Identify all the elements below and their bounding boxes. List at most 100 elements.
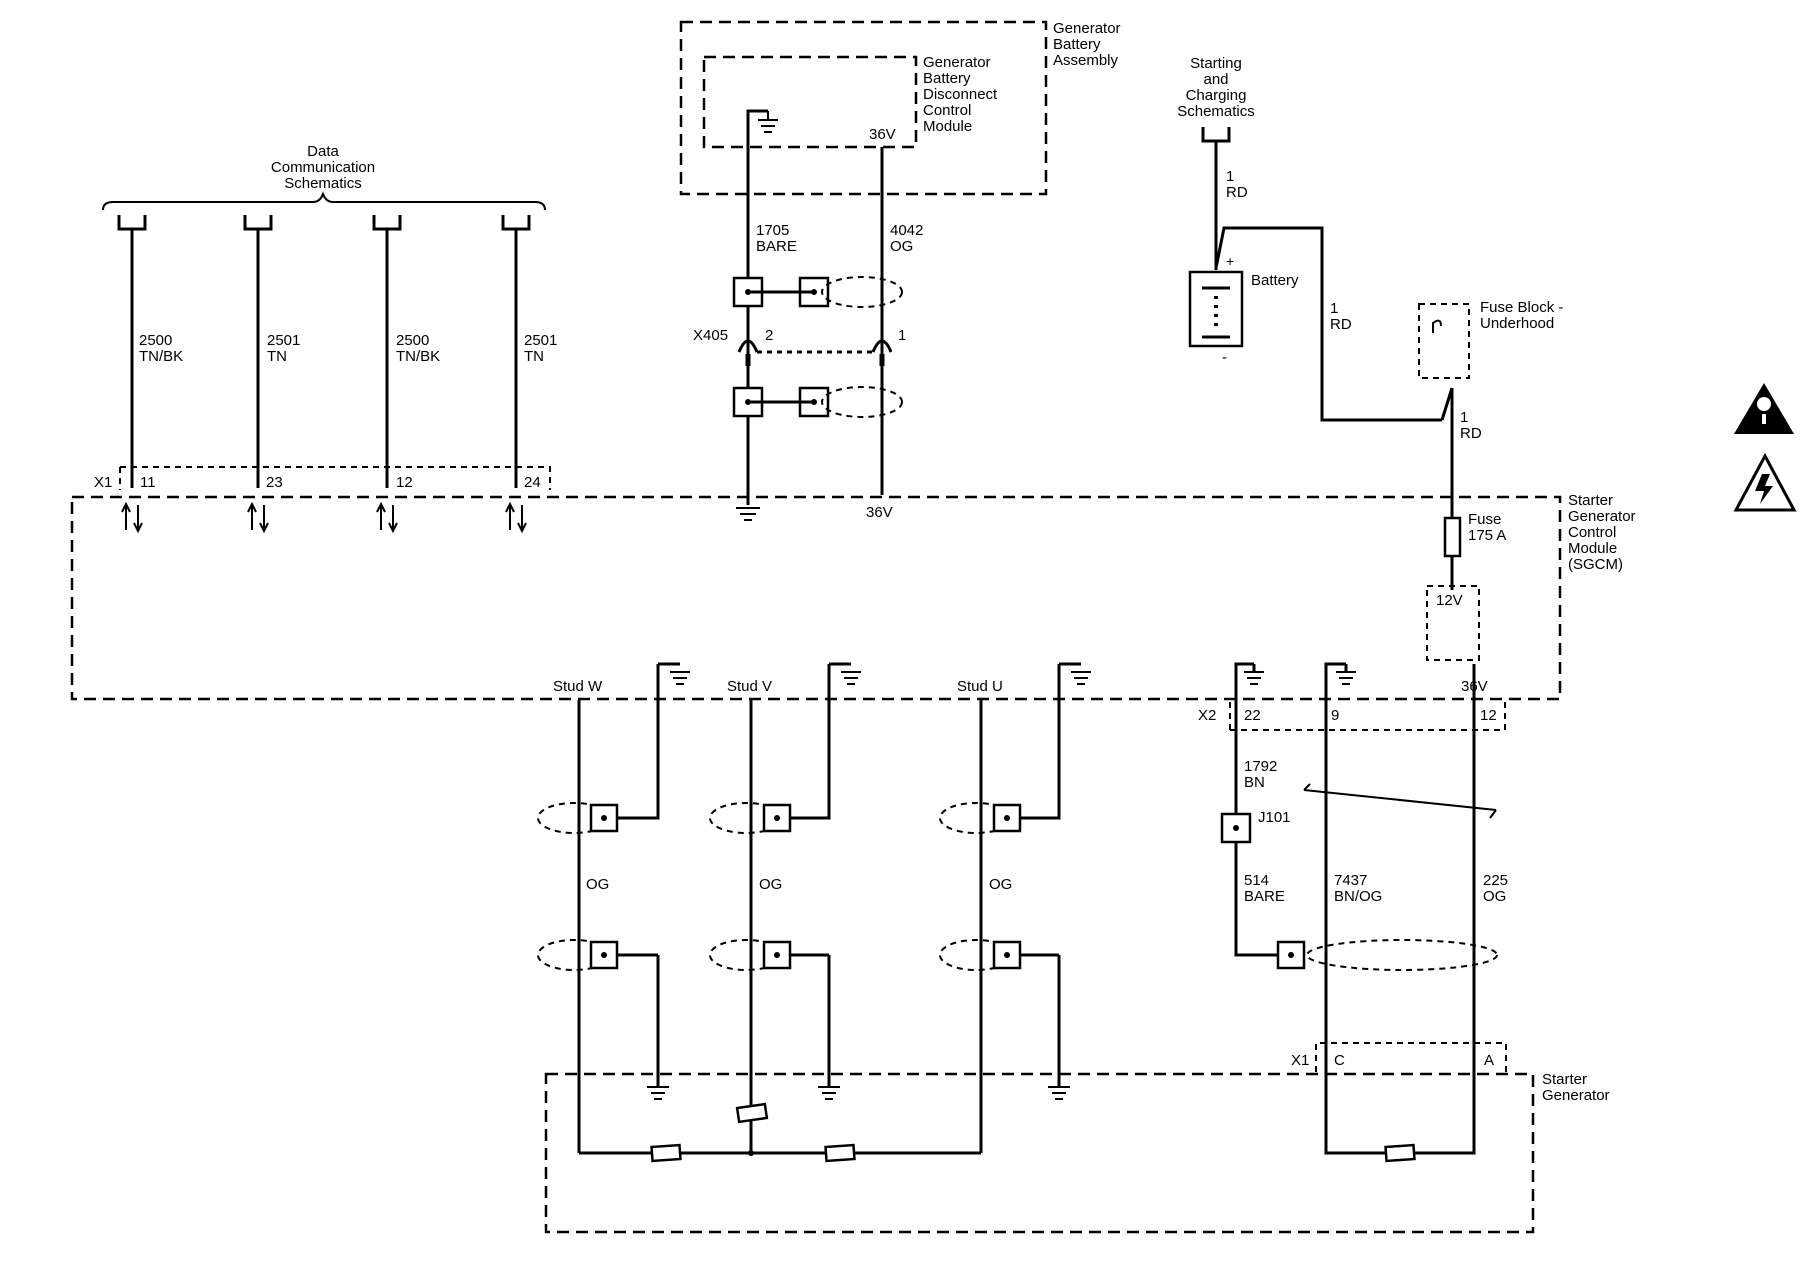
- battery-label: Battery: [1251, 272, 1299, 289]
- stud-v-label: Stud V: [727, 678, 772, 695]
- starter-generator-module: [544, 1072, 1535, 1234]
- starting-label-4: Schematics: [1177, 103, 1255, 120]
- stud-w-label: Stud W: [553, 678, 603, 695]
- sgcm-12v-label: 12V: [1436, 592, 1463, 609]
- starter-generator-label-1: Starter: [1542, 1071, 1587, 1088]
- x1-bottom-pin-c: C: [1334, 1052, 1345, 1069]
- starter-generator-label-2: Generator: [1542, 1087, 1610, 1104]
- shield-dc-pair: [1276, 939, 1498, 971]
- x1-bottom-pin-a: A: [1484, 1052, 1494, 1069]
- wire-1-rd-b-color: RD: [1330, 316, 1352, 333]
- phase-w: [537, 662, 680, 1153]
- wire-1-rd-a-circuit: 1: [1226, 168, 1234, 185]
- disconnect-module-label-5: Module: [923, 118, 972, 135]
- stator-windings: [579, 1102, 981, 1163]
- x1-bottom-name: X1: [1291, 1052, 1309, 1069]
- generator-battery-assembly: Generator Battery Assembly: [679, 20, 1121, 196]
- module-ground-icon: [746, 109, 778, 140]
- data-wire-4-circuit: 2501: [524, 332, 557, 349]
- x2-pin-9: 9: [1331, 707, 1339, 724]
- data-comm-connectors: [117, 215, 531, 231]
- generator-battery-assembly-label-2: Battery: [1053, 36, 1101, 53]
- wire-7437: [1324, 662, 1476, 1155]
- wire-1792-514: [1234, 662, 1280, 957]
- data-wire-4-color: TN: [524, 348, 544, 365]
- data-wire-3-color: TN/BK: [396, 348, 440, 365]
- disconnect-control-module: Generator Battery Disconnect Control Mod…: [702, 54, 998, 149]
- disconnect-module-label-4: Control: [923, 102, 971, 119]
- disconnect-module-label-3: Disconnect: [923, 86, 998, 103]
- wire-1-rd-b-circuit: 1: [1330, 300, 1338, 317]
- x1-top-pin-24: 24: [524, 474, 541, 491]
- dc-winding: [1384, 1143, 1416, 1163]
- starting-label-1: Starting: [1190, 55, 1242, 72]
- wire-1705-circuit: 1705: [756, 222, 789, 239]
- sgcm-module: [70, 495, 1562, 701]
- battery-plus: +: [1226, 253, 1234, 269]
- phase-w-color: OG: [586, 876, 609, 893]
- sgcm-label-5: (SGCM): [1568, 556, 1623, 573]
- data-wire-3-circuit: 2500: [396, 332, 429, 349]
- battery: + - Battery: [1188, 253, 1299, 366]
- wire-1-rd-to-fuse-block: [1214, 226, 1442, 422]
- wire-7437-color: BN/OG: [1334, 888, 1382, 905]
- x2-pin-12: 12: [1480, 707, 1497, 724]
- data-comm-label-2: Communication: [271, 159, 375, 176]
- generator-battery-assembly-label-3: Assembly: [1053, 52, 1119, 69]
- wire-4042-circuit: 4042: [890, 222, 923, 239]
- data-communication-schematics: Data Communication Schematics: [102, 143, 546, 211]
- phase-v-color: OG: [759, 876, 782, 893]
- x1-top-pin-23: 23: [266, 474, 283, 491]
- x405-pin-1: 1: [898, 327, 906, 344]
- data-comm-label-3: Schematics: [284, 175, 362, 192]
- data-wire-2-circuit: 2501: [267, 332, 300, 349]
- wire-7437-circuit: 7437: [1334, 872, 1367, 889]
- sgcm-label-4: Module: [1568, 540, 1617, 557]
- phase-u: [939, 662, 1081, 1153]
- connector-x1-top: X1 11 23 12 24: [94, 466, 551, 491]
- bottom-ground-icons: [647, 1086, 1070, 1100]
- wire-514-color: BARE: [1244, 888, 1285, 905]
- sgcm-label-1: Starter: [1568, 492, 1613, 509]
- connector-x405: X405 2 1: [693, 327, 906, 366]
- twisted-pair-marker: [1303, 789, 1497, 811]
- wire-4042-color: OG: [890, 238, 913, 255]
- x1-top-name: X1: [94, 474, 112, 491]
- sgcm-12v-terminal: 12V: [1426, 585, 1480, 661]
- disconnect-36v-label: 36V: [869, 126, 896, 143]
- disconnect-module-label-1: Generator: [923, 54, 991, 71]
- x2-pin-22: 22: [1244, 707, 1261, 724]
- wire-225-color: OG: [1483, 888, 1506, 905]
- data-comm-label-1: Data: [307, 143, 339, 160]
- wire-225-circuit: 225: [1483, 872, 1508, 889]
- shield-upper: [732, 276, 903, 308]
- wire-1792-circuit: 1792: [1244, 758, 1277, 775]
- starting-charging-schematics: Starting and Charging Schematics: [1177, 55, 1255, 143]
- phase-u-color: OG: [989, 876, 1012, 893]
- sgcm-ground-icon: [736, 507, 760, 521]
- starting-label-3: Charging: [1186, 87, 1247, 104]
- generator-battery-assembly-label-1: Generator: [1053, 20, 1121, 37]
- fuse-175a: Fuse 175 A: [1443, 511, 1506, 558]
- battery-minus: -: [1222, 349, 1227, 366]
- j101-label: J101: [1258, 809, 1291, 826]
- fuse-block-label-1: Fuse Block -: [1480, 299, 1563, 316]
- sgcm-label-2: Generator: [1568, 508, 1636, 525]
- fuse-block-label-2: Underhood: [1480, 315, 1554, 332]
- shield-lower: [732, 386, 903, 418]
- x405-pin-2: 2: [765, 327, 773, 344]
- wire-1-rd-c-circuit: 1: [1460, 409, 1468, 426]
- data-wire-1-circuit: 2500: [139, 332, 172, 349]
- starting-label-2: and: [1203, 71, 1228, 88]
- caution-triangle-icon: [1734, 383, 1794, 434]
- stud-u-label: Stud U: [957, 678, 1003, 695]
- sgcm-label-3: Control: [1568, 524, 1616, 541]
- phase-ground-icons: [670, 671, 1356, 685]
- x1-top-pin-12: 12: [396, 474, 413, 491]
- sgcm-36v-top: 36V: [866, 504, 893, 521]
- wire-1705-color: BARE: [756, 238, 797, 255]
- disconnect-module-label-2: Battery: [923, 70, 971, 87]
- x405-name: X405: [693, 327, 728, 344]
- high-voltage-icon: [1733, 452, 1797, 512]
